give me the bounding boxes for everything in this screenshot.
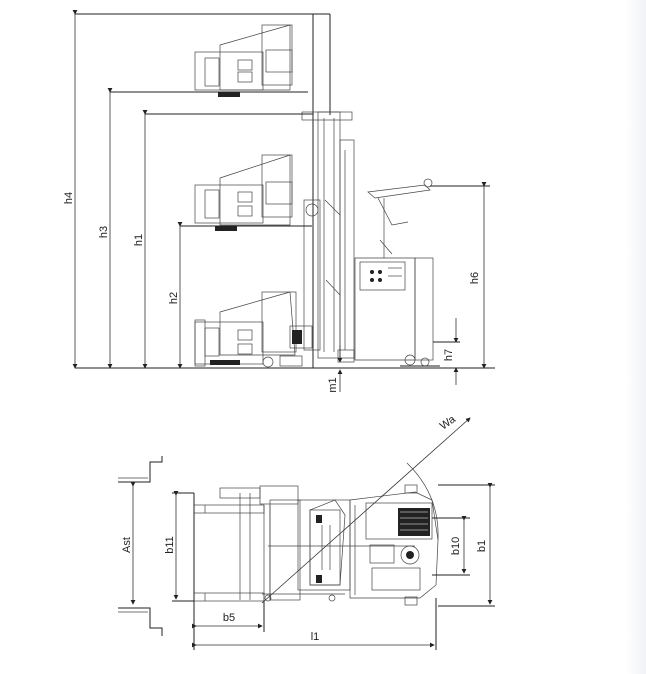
l1-label: l1 xyxy=(311,631,320,643)
h3-label: h3 xyxy=(98,226,110,238)
aisle-wall-bottom xyxy=(118,607,163,636)
h1-label: h1 xyxy=(133,234,145,246)
b10-label: b10 xyxy=(450,537,462,555)
h7-label: h7 xyxy=(443,349,455,361)
h4-label: h4 xyxy=(63,192,75,204)
truck-body xyxy=(337,178,440,367)
aisle-wall-top xyxy=(118,456,163,483)
truck-body-top xyxy=(349,484,439,606)
mast xyxy=(301,13,355,368)
side-view: h4 h3 h1 h2 h6 h7 m1 xyxy=(63,10,495,393)
side-view-dimensions: h4 h3 h1 h2 h6 h7 m1 xyxy=(63,10,490,393)
page-edge-shade xyxy=(626,0,646,674)
top-view-dimensions: Wa Ast b11 b10 b1 b5 xyxy=(121,413,495,650)
turning-radius-lines xyxy=(261,417,471,604)
b5-label: b5 xyxy=(223,612,235,624)
ast-label: Ast xyxy=(121,537,133,553)
forks xyxy=(193,485,299,602)
top-view: Wa Ast b11 b10 b1 b5 xyxy=(118,413,495,650)
h2-label: h2 xyxy=(168,292,180,304)
load-middle xyxy=(180,154,312,231)
load-top xyxy=(75,13,313,97)
load-bottom xyxy=(194,291,313,368)
h6-label: h6 xyxy=(469,272,481,284)
carriage-top xyxy=(262,499,351,602)
b1-label: b1 xyxy=(476,540,488,552)
b11-label: b11 xyxy=(164,536,176,554)
m1-label: m1 xyxy=(327,377,339,392)
wa-label: Wa xyxy=(438,413,459,433)
